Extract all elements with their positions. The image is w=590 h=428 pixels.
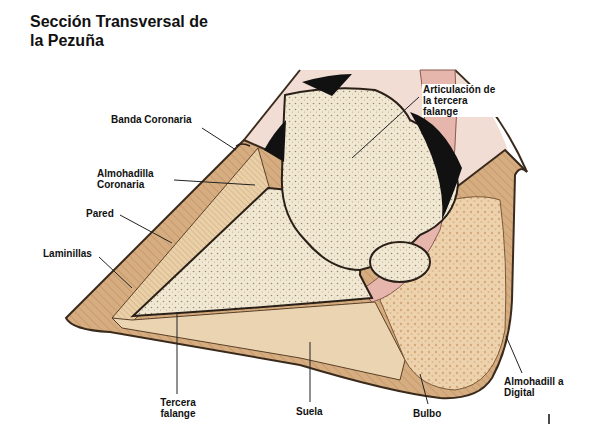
leader-line [310, 342, 311, 402]
part-label: Laminillas [42, 248, 93, 259]
part-label: Pared [85, 208, 115, 219]
diagram-title: Sección Transversal de la Pezuña [30, 12, 220, 50]
part-label: Bulbo [412, 408, 442, 419]
stray-mark [548, 414, 550, 424]
leader-line [352, 97, 419, 158]
part-label: Almohadill a Digital [503, 376, 565, 398]
navicular-bone [370, 242, 430, 282]
part-label: Suela [295, 406, 324, 417]
joint-cavity [264, 120, 286, 162]
leader-lines [99, 97, 522, 404]
leader-line [174, 180, 255, 185]
joint-cavity [410, 112, 462, 220]
leader-line [120, 215, 172, 243]
leader-line [177, 312, 178, 394]
leader-line [506, 336, 522, 373]
joint-cavity [302, 74, 352, 96]
leader-line [202, 128, 236, 150]
leader-line [99, 257, 132, 288]
leader-line [420, 374, 428, 404]
part-label: Tercera falange [148, 397, 208, 419]
coronary-band-mark [236, 144, 250, 146]
part-label: Banda Coronaria [110, 114, 193, 125]
part-label: Articulación de la tercera falange [422, 84, 504, 117]
part-label: Almohadilla Coronaria [96, 168, 174, 190]
